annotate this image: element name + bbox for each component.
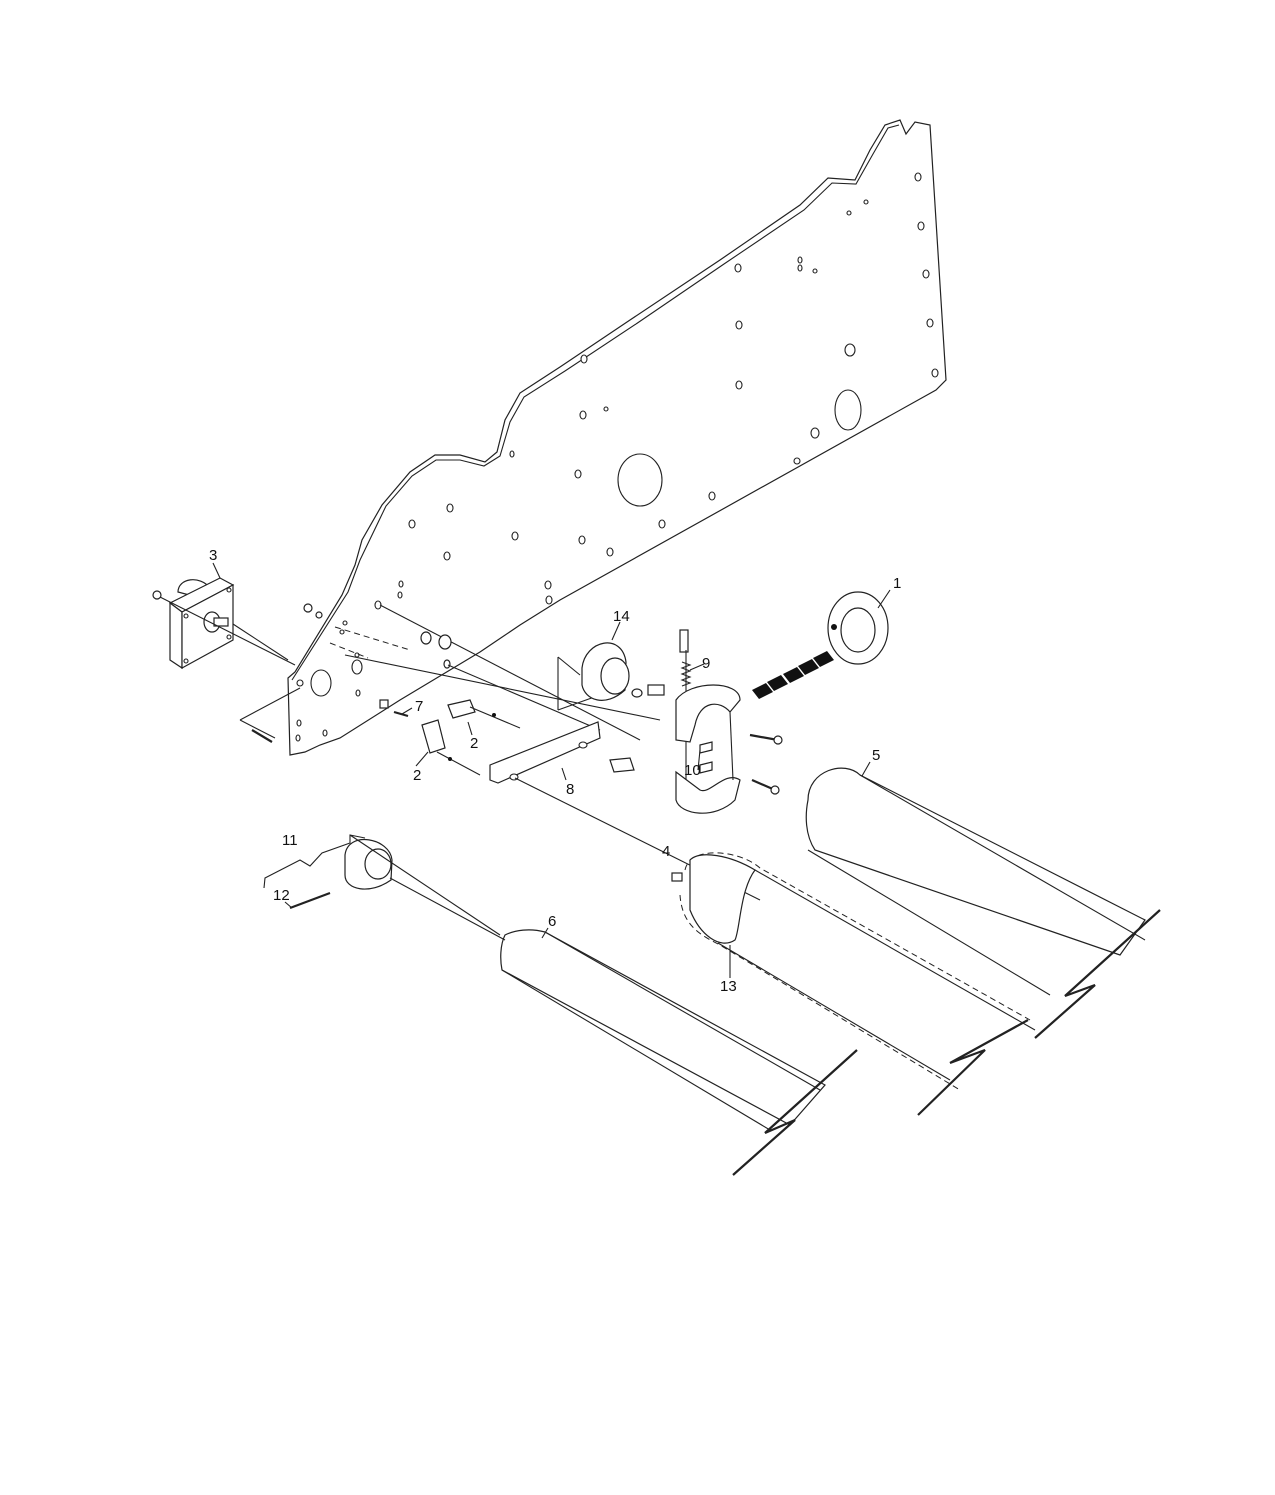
callout-2-lower: 2 — [413, 767, 421, 784]
roller-end-cap-right — [557, 642, 665, 711]
callout-2-upper: 2 — [470, 735, 478, 752]
callout-8: 8 — [566, 781, 574, 798]
gear-motor — [152, 577, 296, 670]
callout-4: 4 — [662, 843, 670, 860]
callout-11: 11 — [282, 832, 298, 849]
link-arm — [489, 721, 761, 901]
dowel-pin — [289, 891, 331, 910]
clamp-assembly — [675, 684, 783, 814]
roller-sleeve — [671, 852, 1036, 1091]
callout-6: 6 — [548, 913, 556, 930]
callout-leaders — [212, 562, 891, 978]
plate-holes — [295, 172, 939, 742]
small-roller — [500, 929, 826, 1131]
callout-10: 10 — [684, 762, 701, 779]
callout-13: 13 — [720, 978, 737, 995]
alignment-dash-marks — [752, 651, 834, 699]
micro-switch-upper — [447, 699, 521, 729]
split-collar-clamp — [827, 591, 889, 665]
large-roller — [805, 767, 1146, 996]
callout-7: 7 — [415, 698, 423, 715]
callout-3: 3 — [209, 547, 217, 564]
break-lines — [732, 909, 1161, 1176]
side-frame-plate — [287, 119, 947, 756]
callout-14: 14 — [613, 608, 630, 625]
roller-end-cap-left — [263, 834, 506, 941]
callout-5: 5 — [872, 747, 880, 764]
callout-labels: 1 2 2 3 4 5 6 7 8 9 10 11 12 13 14 — [209, 547, 901, 995]
callout-9: 9 — [702, 655, 710, 672]
callout-1: 1 — [893, 575, 901, 592]
plate-hardware — [239, 603, 661, 743]
micro-switch-lower — [421, 719, 481, 776]
callout-12: 12 — [273, 887, 290, 904]
